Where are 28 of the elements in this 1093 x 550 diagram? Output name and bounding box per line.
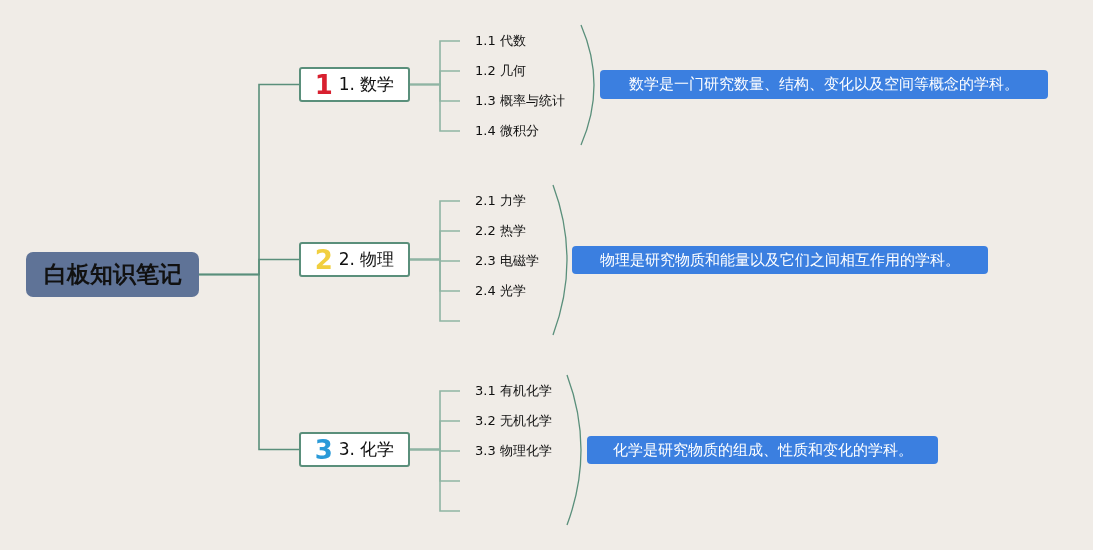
subtopic-label: 2.2 热学 — [460, 221, 526, 241]
branch-line — [409, 448, 461, 512]
summary-box: 化学是研究物质的组成、性质和变化的学科。 — [587, 436, 938, 464]
branch-line — [409, 83, 461, 132]
subtopic-label: 1.3 概率与统计 — [460, 91, 565, 111]
subtopic-label: 3.1 有机化学 — [460, 381, 552, 401]
topic-title: 2. 物理 — [338, 248, 395, 271]
number-icon: 3 — [314, 434, 333, 465]
subtopic-label: 2.3 电磁学 — [460, 251, 539, 271]
subtopic-label: 3.3 物理化学 — [460, 441, 552, 461]
subtopic-label: 1.2 几何 — [460, 61, 526, 81]
branch-line — [198, 273, 300, 451]
topic-box — [299, 242, 410, 277]
branch-line — [409, 258, 461, 322]
summary-box: 物理是研究物质和能量以及它们之间相互作用的学科。 — [572, 246, 988, 274]
subtopic-label: 3.2 无机化学 — [460, 411, 552, 431]
topic-title: 3. 化学 — [338, 438, 395, 461]
topic-box — [299, 432, 410, 467]
subtopic-label: 2.1 力学 — [460, 191, 526, 211]
subtopic-label: 1.4 微积分 — [460, 121, 539, 141]
root-topic-box: 白板知识笔记 — [26, 252, 199, 297]
topic-box — [299, 67, 410, 102]
number-icon: 1 — [314, 69, 333, 100]
subtopic-label: 2.4 光学 — [460, 281, 526, 301]
summary-box: 数学是一门研究数量、结构、变化以及空间等概念的学科。 — [600, 70, 1048, 99]
subtopic-label: 1.1 代数 — [460, 31, 526, 51]
topic-title: 1. 数学 — [338, 73, 395, 96]
number-icon: 2 — [314, 244, 333, 275]
